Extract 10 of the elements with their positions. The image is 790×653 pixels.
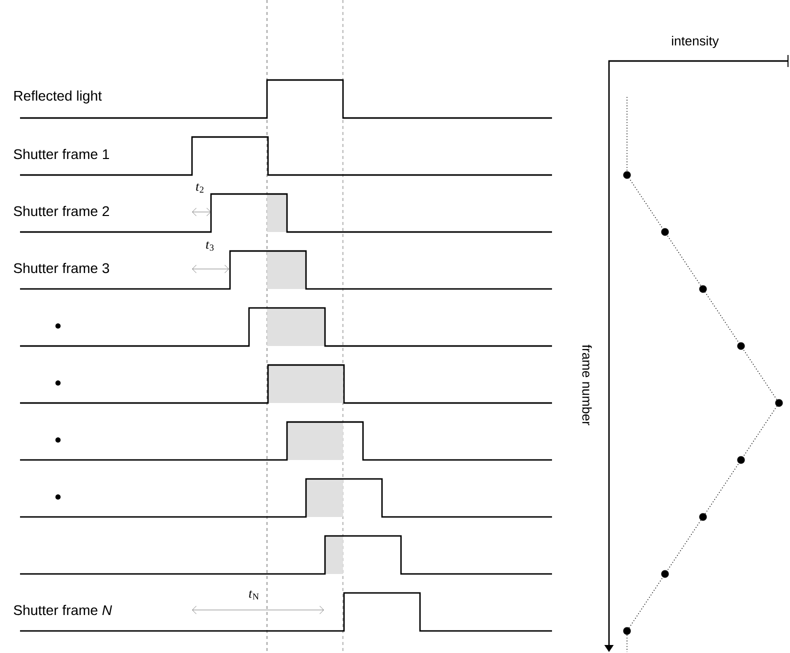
axis-label: intensity [672,36,719,48]
row-label: Shutter frame N [14,604,112,616]
time-offset-label: t$_{N}$ [249,590,259,600]
row-label: Reflected light [14,90,102,104]
row-label: Shutter frame 3 [14,262,110,274]
time-offset-label: t$_{3}$ [206,241,214,251]
row-label: Shutter frame 2 [14,206,109,216]
time-offset-label: t$_{2}$ [196,183,204,193]
axis-label: frame number [582,344,592,426]
row-label: Shutter frame 1 [14,148,109,160]
